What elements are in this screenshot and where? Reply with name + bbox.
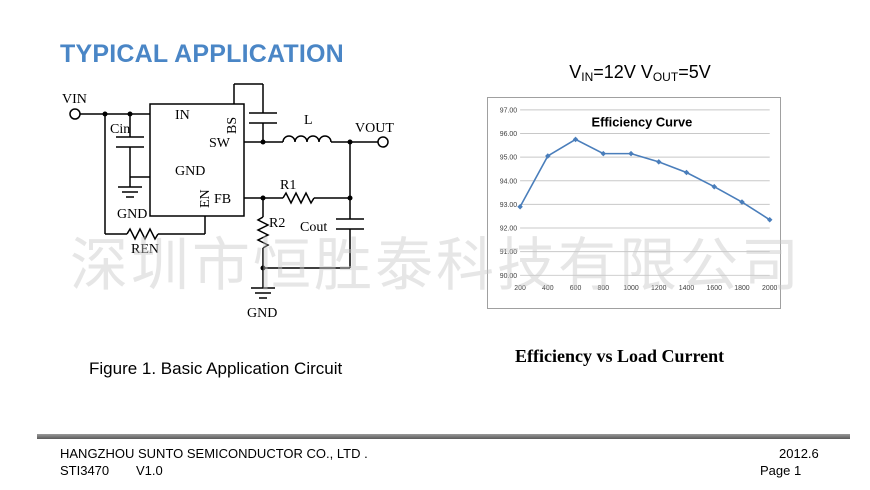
x-tick-label: 1200 — [651, 285, 667, 292]
footer-part-number: STI3470 — [60, 463, 110, 478]
ren-label: REN — [131, 242, 159, 257]
pin-in-label: IN — [175, 108, 190, 123]
r1-resistor — [282, 191, 315, 205]
y-tick-label: 97.00 — [500, 107, 517, 114]
footer-page-number: Page 1 — [760, 463, 802, 478]
inductor-label: L — [304, 113, 313, 128]
efficiency-series-line — [519, 138, 771, 221]
data-point — [517, 204, 523, 210]
pin-en-label: EN — [198, 189, 213, 208]
pin-fb-label: FB — [214, 192, 231, 207]
gnd-bottom-label: GND — [247, 306, 277, 321]
footer-rule — [37, 434, 850, 439]
section-title: TYPICAL APPLICATION — [60, 40, 344, 68]
y-tick-label: 95.00 — [500, 155, 517, 162]
data-point — [655, 159, 662, 165]
chart-title: Efficiency Curve — [592, 115, 693, 130]
data-point — [683, 169, 690, 176]
gnd-left-label: GND — [117, 207, 147, 222]
data-point — [739, 199, 745, 205]
footer-company: HANGZHOU SUNTO SEMICONDUCTOR CO., LTD . — [60, 446, 368, 461]
data-point — [711, 183, 718, 190]
r1-label: R1 — [280, 178, 296, 193]
x-tick-label: 800 — [598, 285, 610, 292]
pin-sw-label: SW — [209, 136, 231, 151]
data-point — [545, 153, 551, 159]
r2-label: R2 — [269, 216, 285, 231]
cout-label: Cout — [300, 220, 327, 235]
x-tick-label: 400 — [542, 285, 554, 292]
data-point — [766, 217, 773, 223]
y-tick-label: 94.00 — [500, 178, 517, 185]
footer-version: V1.0 — [136, 463, 163, 478]
vin-label: VIN — [62, 92, 87, 107]
vin-terminal — [69, 108, 81, 120]
x-tick-label: 600 — [570, 285, 582, 292]
x-tick-label: 1400 — [679, 285, 695, 292]
inductor — [282, 135, 332, 143]
cin-label: Cin — [110, 122, 130, 137]
y-tick-label: 96.00 — [500, 131, 517, 138]
ren-resistor — [126, 227, 159, 241]
efficiency-chart: 90.00 91.00 92.00 93.00 94.00 95.00 96.00 97.00… — [487, 97, 781, 309]
x-tick-label: 1600 — [707, 285, 723, 292]
y-tick-label: 93.00 — [500, 202, 517, 209]
vout-terminal — [377, 136, 389, 148]
pin-bs-label: BS — [225, 117, 240, 134]
chart-caption: Efficiency vs Load Current — [515, 346, 725, 366]
x-tick-label: 1800 — [734, 285, 750, 292]
ic-body — [149, 103, 245, 217]
pin-gnd-label: GND — [175, 164, 205, 179]
data-point — [628, 150, 634, 157]
x-tick-label: 1000 — [623, 285, 639, 292]
footer-date: 2012.6 — [779, 446, 819, 461]
y-tick-label: 91.00 — [500, 249, 517, 256]
figure-caption: Figure 1. Basic Application Circuit — [89, 359, 343, 378]
y-tick-label: 90.00 — [500, 273, 517, 280]
operating-condition: VIN=12V VOUT=5V — [569, 62, 711, 84]
x-tick-label: 2000 — [762, 285, 778, 292]
r2-resistor — [256, 216, 270, 249]
data-point — [600, 150, 607, 157]
y-tick-label: 92.00 — [500, 226, 517, 233]
x-tick-label: 200 — [514, 285, 526, 292]
vout-label: VOUT — [355, 121, 394, 136]
application-circuit-schematic: VIN IN BS SW GND EN FB Cin GND REN L VOU… — [62, 83, 394, 321]
